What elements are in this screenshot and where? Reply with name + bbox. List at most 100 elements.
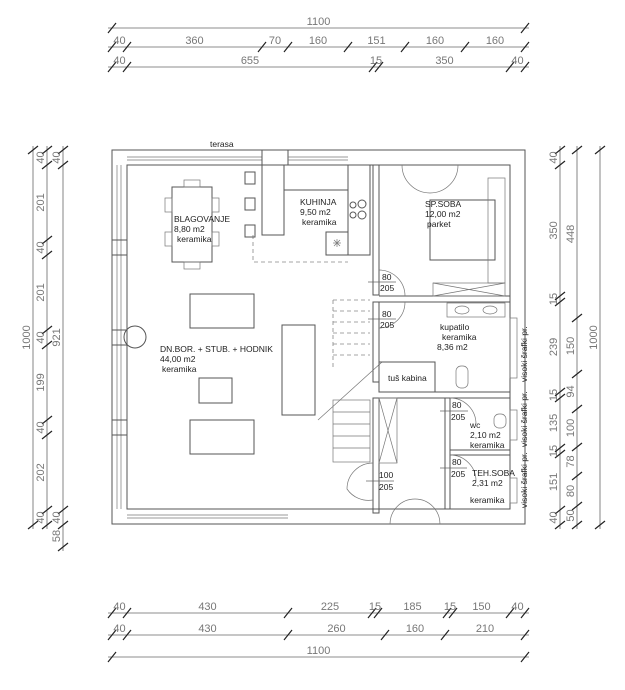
dimension-tick bbox=[571, 520, 583, 530]
window-label: visoki šrafki pr. bbox=[519, 326, 529, 382]
dimension-label: 40 bbox=[113, 623, 125, 635]
dimension-label: 40 bbox=[35, 421, 47, 433]
kitchen-floor: keramika bbox=[302, 217, 337, 227]
dimension-tick bbox=[554, 387, 566, 397]
dimension-tick bbox=[107, 651, 117, 663]
dimension-label: 100 bbox=[565, 419, 577, 437]
dimension-label: 448 bbox=[565, 225, 577, 243]
dimension-tick bbox=[283, 41, 293, 53]
dimension-label: 202 bbox=[35, 463, 47, 481]
window-labels: visoki šrafki pr. visoki šrafki pr. viso… bbox=[519, 326, 529, 508]
tech-area: 2,31 m2 bbox=[472, 478, 503, 488]
dimension-label: 40 bbox=[35, 511, 47, 523]
staircase bbox=[317, 299, 398, 464]
dimension-tick bbox=[41, 145, 53, 155]
dimension-tick bbox=[571, 369, 583, 379]
dimension-tick bbox=[554, 291, 566, 301]
dimension-label: 151 bbox=[548, 473, 560, 491]
stove-icon bbox=[333, 239, 341, 247]
door-width: 80 bbox=[452, 457, 462, 467]
door-width: 100 bbox=[379, 470, 393, 480]
dimension-tick bbox=[505, 607, 515, 619]
dimension-label: 360 bbox=[185, 35, 203, 47]
room-labels: terasa BLAGOVANJE 8,80 m2 keramika KUHIN… bbox=[160, 139, 515, 505]
dimension-label: 15 bbox=[369, 601, 381, 613]
dimension-label: 40 bbox=[113, 601, 125, 613]
dimension-label: 655 bbox=[241, 55, 259, 67]
dimension-tick bbox=[41, 520, 53, 530]
dimension-label: 1000 bbox=[21, 325, 33, 349]
window-label: visoki šrafki pr. bbox=[519, 391, 529, 447]
dimension-tick bbox=[554, 505, 566, 515]
dimension-tick bbox=[368, 61, 378, 73]
door-height: 205 bbox=[451, 469, 465, 479]
dimension-tick bbox=[41, 325, 53, 335]
dimension-tick bbox=[554, 145, 566, 155]
dimension-tick bbox=[27, 520, 39, 530]
dining-floor: keramika bbox=[177, 234, 212, 244]
dimension-label: 80 bbox=[565, 485, 577, 497]
door-height: 205 bbox=[379, 482, 393, 492]
dimension-tick bbox=[520, 651, 530, 663]
dimension-label: 58 bbox=[51, 530, 63, 542]
dimension-label: 185 bbox=[403, 601, 421, 613]
dimension-label: 15 bbox=[548, 293, 560, 305]
dimension-tick bbox=[571, 313, 583, 323]
door-height: 205 bbox=[451, 412, 465, 422]
dimension-label: 15 bbox=[444, 601, 456, 613]
dimension-label: 430 bbox=[198, 601, 216, 613]
dimension-label: 94 bbox=[565, 385, 577, 397]
bedroom-floor: parket bbox=[427, 219, 451, 229]
dimension-tick bbox=[122, 629, 132, 641]
tech-floor: keramika bbox=[470, 495, 505, 505]
dimension-label: 40 bbox=[35, 241, 47, 253]
dimension-tick bbox=[520, 607, 530, 619]
dimension-tick bbox=[107, 607, 117, 619]
dimension-label: 40 bbox=[35, 151, 47, 163]
dimension-tick bbox=[442, 607, 452, 619]
dimension-label: 160 bbox=[309, 35, 327, 47]
kitchen-furniture bbox=[244, 164, 371, 263]
dimension-label: 201 bbox=[35, 193, 47, 211]
bathroom-floor: keramika bbox=[442, 332, 477, 342]
dimension-label: 15 bbox=[548, 389, 560, 401]
bathroom-name: kupatilo bbox=[440, 322, 470, 332]
dimension-tick bbox=[374, 61, 384, 73]
dimension-label: 160 bbox=[486, 35, 504, 47]
window-label: visoki šrafki pr. bbox=[519, 452, 529, 508]
living-area: 44,00 m2 bbox=[160, 354, 196, 364]
dimension-tick bbox=[41, 415, 53, 425]
bedroom-area: 12,00 m2 bbox=[425, 209, 461, 219]
door-swings bbox=[346, 269, 477, 525]
dimension-tick bbox=[122, 607, 132, 619]
dimension-label: 921 bbox=[51, 328, 63, 346]
dimension-label: 50 bbox=[565, 509, 577, 521]
dimension-tick bbox=[380, 629, 390, 641]
dimension-label: 201 bbox=[35, 283, 47, 301]
dimension-tick bbox=[41, 340, 53, 350]
dimension-tick bbox=[107, 629, 117, 641]
dimension-label: 350 bbox=[548, 221, 560, 239]
dining-table bbox=[164, 179, 220, 270]
dimension-tick bbox=[41, 250, 53, 260]
dimension-tick bbox=[373, 607, 383, 619]
dimension-label: 40 bbox=[511, 55, 523, 67]
dimension-label: 40 bbox=[35, 331, 47, 343]
dimension-label: 70 bbox=[269, 35, 281, 47]
door-height: 205 bbox=[380, 283, 394, 293]
dimension-tick bbox=[122, 41, 132, 53]
dimension-label: 150 bbox=[472, 601, 490, 613]
dimension-tick bbox=[283, 607, 293, 619]
dining-name: BLAGOVANJE bbox=[174, 214, 230, 224]
dimension-label: 1100 bbox=[307, 16, 331, 28]
dimension-label: 160 bbox=[406, 623, 424, 635]
door-width: 80 bbox=[382, 309, 392, 319]
dimension-tick bbox=[594, 520, 606, 530]
dimension-tick bbox=[571, 145, 583, 155]
dimension-chains: 1100 40 360 70 160 151 160 160 40 655 15 350 40 40 430… bbox=[21, 16, 606, 663]
door-height: 205 bbox=[380, 320, 394, 330]
dimension-label: 350 bbox=[435, 55, 453, 67]
dimension-tick bbox=[520, 61, 530, 73]
dimension-tick bbox=[57, 160, 69, 170]
